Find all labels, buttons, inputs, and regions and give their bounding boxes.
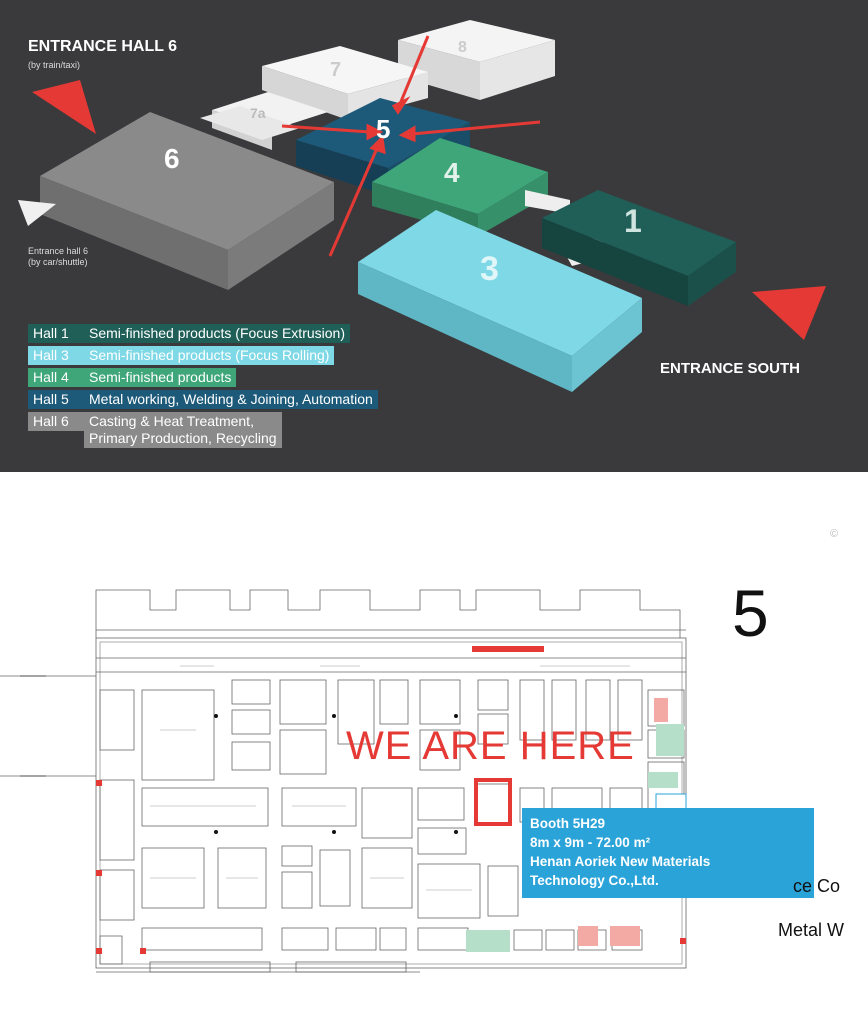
- entrance-hall6-sub: (by train/taxi): [28, 60, 81, 70]
- booth-size: 8m x 9m - 72.00 m²: [530, 835, 651, 850]
- hall-number: 5: [732, 576, 769, 650]
- hall-5-label: 5: [376, 114, 390, 144]
- hall-overview-svg: 6 5 4 3 1 7 7a 8: [18, 20, 826, 392]
- entrance-hall6-label: ENTRANCE HALL 6: [28, 38, 178, 55]
- legend-hall-label: Hall 1: [28, 324, 84, 343]
- side-text-furnace: Furnace Co: [746, 876, 840, 897]
- booth-info-popup: Booth 5H29 8m x 9m - 72.00 m² Henan Aori…: [522, 808, 814, 898]
- legend-hall-label: Hall 5: [28, 390, 84, 409]
- hall-overview-map: 6 5 4 3 1 7 7a 8 ENTRANCE HALL 6 (by tra…: [0, 0, 868, 472]
- side-text-metal: Metal W: [778, 920, 845, 940]
- legend-hall-label: Hall 4: [28, 368, 84, 387]
- legend-hall-description: Semi-finished products (Focus Rolling): [84, 346, 335, 365]
- we-are-here-label: WE ARE HERE: [346, 724, 635, 768]
- hall-5-floor-plan: [0, 589, 687, 973]
- side-text-furnace-highlight: Furna: [746, 876, 794, 896]
- booth-5h29-marker[interactable]: [474, 778, 512, 826]
- legend-hall-description: Casting & Heat Treatment, Primary Produc…: [84, 412, 282, 448]
- entrance-hall6-marker: [32, 80, 96, 134]
- floor-plan-section: [0, 472, 868, 1014]
- exhibitor-name-line1: Henan Aoriek New Materials: [530, 854, 711, 869]
- hall-4-label: 4: [444, 157, 460, 188]
- hall-6-label: 6: [164, 143, 180, 174]
- exhibitor-name-line2: Technology Co.,Ltd.: [530, 873, 659, 888]
- legend-hall-label: Hall 6: [28, 412, 84, 431]
- corner-mark: ©: [830, 528, 839, 540]
- hall-1-label: 1: [624, 203, 642, 239]
- hall-3-label: 3: [480, 250, 499, 288]
- entrance-hall6-car-marker: [18, 200, 56, 226]
- legend-hall-description: Semi-finished products (Focus Extrusion): [84, 324, 350, 343]
- entrance-hall6-car-label: Entrance hall 6 (by car/shuttle): [28, 246, 89, 267]
- legend-hall-description: Metal working, Welding & Joining, Automa…: [84, 390, 378, 409]
- entrance-south-label: ENTRANCE SOUTH: [660, 360, 801, 377]
- hall-1-block: [542, 190, 736, 306]
- legend-hall-description: Semi-finished products: [84, 368, 237, 387]
- legend-hall-label: Hall 3: [28, 346, 84, 365]
- entrance-south-marker: [752, 286, 826, 340]
- hall-8-label: 8: [458, 39, 467, 56]
- booth-number: Booth 5H29: [530, 816, 606, 831]
- side-text-furnace-rest: ce Co: [793, 876, 841, 896]
- hall-7a-label: 7a: [250, 105, 266, 121]
- arrows-to-hall-5: [281, 35, 541, 257]
- hall-3-block: [358, 210, 642, 392]
- hall-7-label: 7: [330, 59, 341, 81]
- hall-8-block: [398, 20, 555, 100]
- hall-6-block: [40, 106, 334, 290]
